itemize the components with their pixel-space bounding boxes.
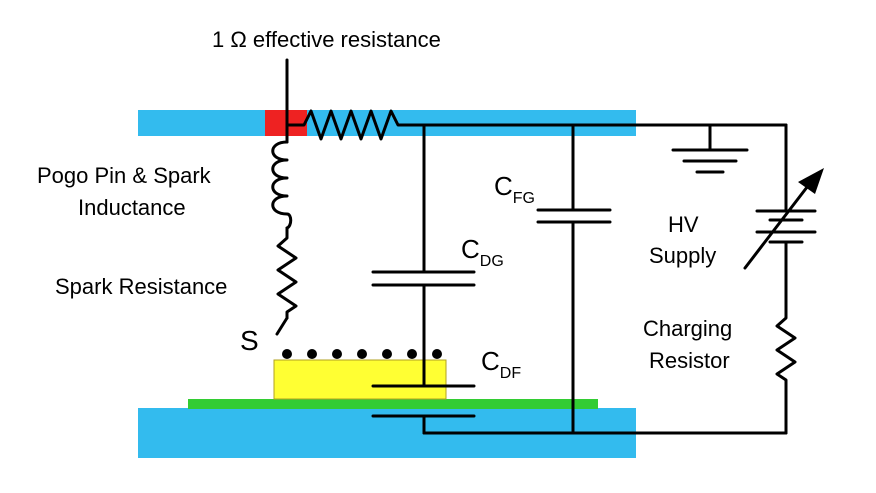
- hv-supply-label-line2: Supply: [649, 243, 716, 268]
- spark-resistor: [276, 226, 298, 320]
- charging-resistor-label-line1: Charging: [643, 316, 732, 341]
- effective-resistance-label: 1 Ω effective resistance: [212, 27, 441, 52]
- spark-resistance-label: Spark Resistance: [55, 274, 227, 299]
- pogo-inductance-label-line2: Inductance: [78, 195, 186, 220]
- dielectric-layer: [188, 399, 598, 409]
- effective-resistor: [285, 109, 410, 141]
- spark-gap: [275, 316, 289, 336]
- pogo-inductor: [271, 140, 293, 230]
- charging-resistor-label-line2: Resistor: [649, 348, 730, 373]
- charge-dots: [282, 349, 442, 359]
- ground-symbol: [671, 123, 749, 174]
- cdf-label: CDF: [481, 346, 521, 382]
- cfg-label: CFG: [494, 171, 535, 207]
- pogo-inductance-label-line1: Pogo Pin & Spark: [37, 163, 212, 188]
- device-under-test: [273, 359, 447, 400]
- charging-resistor: [775, 310, 797, 435]
- cdg-label: CDG: [461, 234, 504, 270]
- spark-gap-label: S: [240, 325, 259, 356]
- hv-supply-label-line1: HV: [668, 212, 699, 237]
